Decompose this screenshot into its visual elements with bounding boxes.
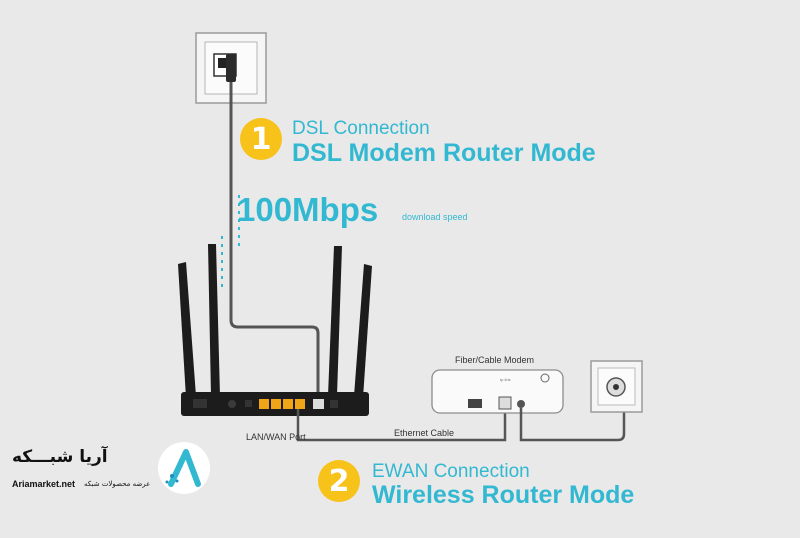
modem-icon: tp-link <box>431 369 564 414</box>
coax-wall-jack-icon <box>590 360 643 413</box>
mode-1-badge: 1 <box>240 118 282 160</box>
modem-label: Fiber/Cable Modem <box>455 355 535 365</box>
aria-logo-icon <box>158 442 210 494</box>
mode-2-title: EWAN Connection <box>372 461 530 482</box>
svg-text:tp-link: tp-link <box>500 377 511 382</box>
speed-note: download speed <box>402 212 468 222</box>
cable-label: Ethernet Cable <box>394 428 455 438</box>
mode-2-badge: 2 <box>318 460 360 502</box>
router-icon <box>181 392 369 416</box>
ethernet-cable <box>296 408 507 442</box>
mode-1-subtitle: DSL Modem Router Mode <box>292 139 596 167</box>
brand-url: Ariamarket.net <box>12 479 76 489</box>
brand-name: آریا شبـــکه <box>12 447 108 467</box>
port-label: LAN/WAN Port <box>246 432 306 442</box>
dsl-phone-cable <box>229 82 320 402</box>
lan-ports <box>259 399 305 409</box>
mode-1-title: DSL Connection <box>292 118 430 139</box>
router-antennas <box>178 244 372 398</box>
brand-tagline: عرضه محصولات شبکه <box>84 480 151 488</box>
mode-2-subtitle: Wireless Router Mode <box>372 481 635 509</box>
phone-wall-jack-icon <box>195 32 267 104</box>
signal-dots <box>221 195 240 287</box>
speed-value: 100Mbps <box>237 191 379 228</box>
coax-cable <box>519 390 626 442</box>
